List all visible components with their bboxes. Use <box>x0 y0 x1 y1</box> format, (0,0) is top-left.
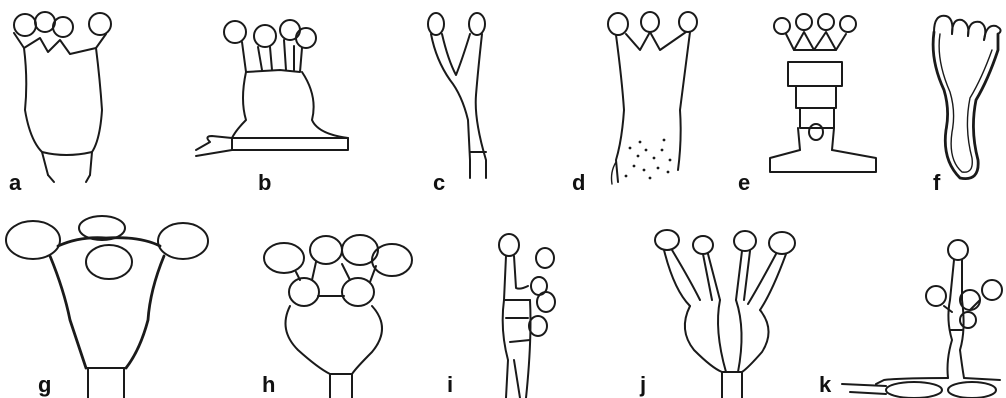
label-i: i <box>447 372 453 397</box>
label-j: j <box>639 372 646 397</box>
drawing-k <box>842 240 1002 398</box>
label-c: c <box>433 170 445 195</box>
drawing-c <box>428 13 486 178</box>
label-a: a <box>9 170 22 195</box>
label-b: b <box>258 170 271 195</box>
label-h: h <box>262 372 275 397</box>
label-e: e <box>738 170 750 195</box>
drawing-i <box>499 234 555 398</box>
label-f: f <box>933 170 941 195</box>
label-k: k <box>819 372 832 397</box>
drawing-e <box>770 14 876 172</box>
drawing-j <box>655 230 795 398</box>
drawing-f <box>933 16 1000 179</box>
label-g: g <box>38 372 51 397</box>
drawing-d <box>608 12 697 184</box>
drawing-h <box>264 235 412 398</box>
drawing-b <box>196 20 348 156</box>
label-d: d <box>572 170 585 195</box>
drawing-a <box>14 12 111 182</box>
drawing-g <box>6 216 208 398</box>
